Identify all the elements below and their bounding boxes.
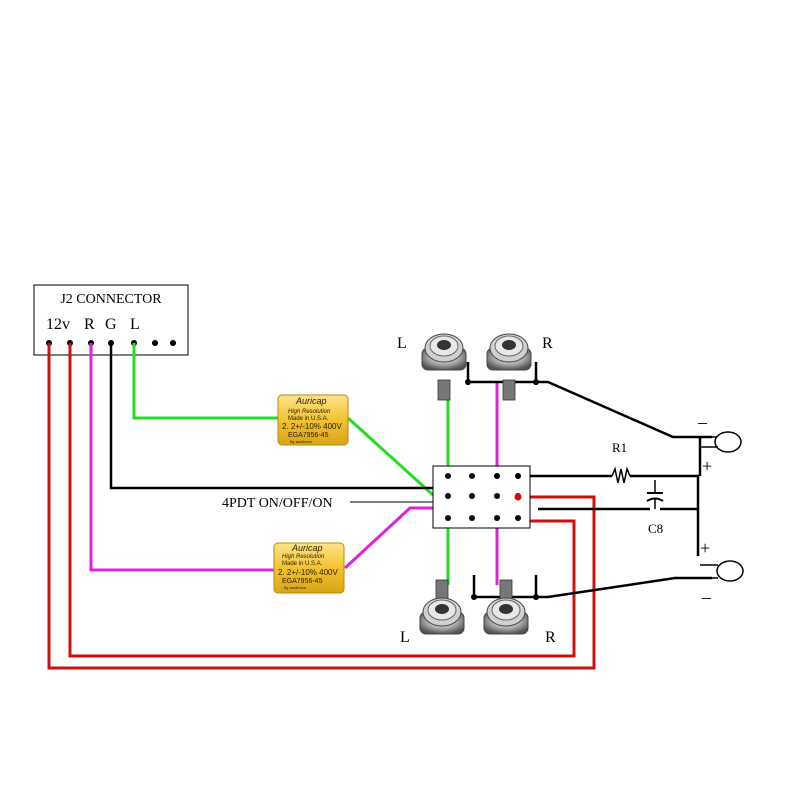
svg-text:By audience: By audience — [290, 439, 313, 444]
rca-jack-bottom-left: L — [400, 579, 465, 646]
led-bottom: + – — [700, 538, 744, 607]
led-top-minus: – — [697, 412, 708, 432]
svg-text:2. 2+/-10% 400V: 2. 2+/-10% 400V — [282, 422, 342, 431]
capacitor-c8: C8 — [646, 480, 664, 536]
svg-text:High Resolution: High Resolution — [282, 554, 325, 560]
svg-text:EGA7956-45: EGA7956-45 — [288, 432, 329, 439]
resistor-r1: R1 — [611, 440, 631, 484]
rca-jack-top-right: R — [486, 333, 553, 401]
pin-label-r: R — [84, 316, 95, 333]
jack-label-top-left: L — [397, 335, 407, 352]
svg-text:Auricap: Auricap — [291, 543, 323, 553]
left-channel-wires — [132, 343, 450, 585]
pin-label-12v: 12v — [46, 316, 70, 333]
film-capacitor-top: Auricap High Resolution Made in U.S.A. 2… — [277, 394, 349, 446]
film-capacitor-bottom: Auricap High Resolution Made in U.S.A. 2… — [273, 542, 345, 594]
svg-text:High Resolution: High Resolution — [288, 409, 331, 415]
svg-text:Made in U.S.A.: Made in U.S.A. — [288, 416, 329, 422]
led-top: – + — [697, 412, 742, 476]
svg-text:EGA7956-45: EGA7956-45 — [282, 578, 323, 585]
svg-text:2. 2+/-10% 400V: 2. 2+/-10% 400V — [278, 568, 338, 577]
switch-4pdt: 4PDT ON/OFF/ON — [222, 465, 531, 529]
junction-dots — [465, 379, 539, 600]
capacitor-label: C8 — [648, 521, 663, 536]
rca-jack-bottom-right: R — [483, 579, 556, 646]
rca-jack-top-left: L — [397, 333, 467, 401]
film-capacitor-icon: Auricap — [295, 396, 327, 406]
resistor-icon — [611, 466, 631, 484]
switch-label: 4PDT ON/OFF/ON — [222, 496, 333, 511]
jack-label-bottom-left: L — [400, 629, 410, 646]
resistor-label: R1 — [612, 440, 627, 455]
led-icon — [714, 431, 742, 453]
j2-connector-title: J2 CONNECTOR — [60, 292, 162, 307]
svg-text:By audience: By audience — [284, 585, 307, 590]
svg-text:Made in U.S.A.: Made in U.S.A. — [282, 561, 323, 567]
jack-label-bottom-right: R — [545, 629, 556, 646]
pin-label-l: L — [130, 316, 140, 333]
led-top-plus: + — [702, 456, 712, 476]
pin-label-g: G — [105, 316, 117, 333]
led-bottom-plus: + — [700, 538, 710, 558]
jack-label-top-right: R — [542, 335, 553, 352]
led-bottom-minus: – — [701, 587, 712, 607]
